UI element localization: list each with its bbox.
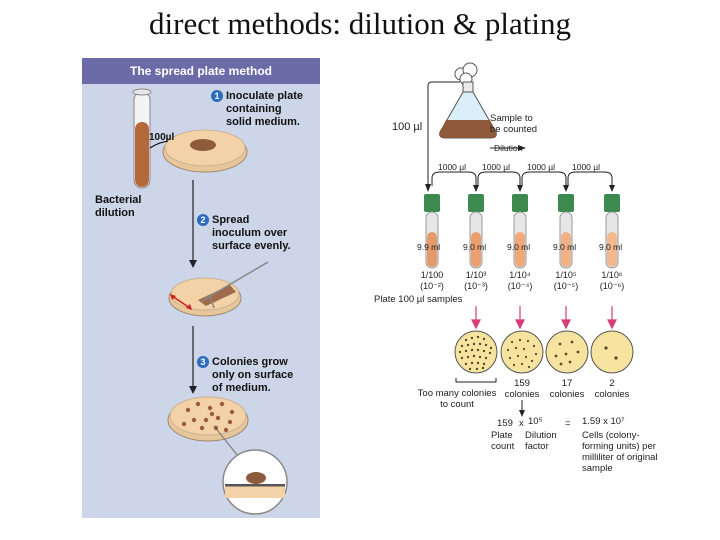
plating-arrows: [471, 306, 617, 330]
transfer-line-flask: [427, 81, 460, 186]
volume-label: 100µl: [149, 132, 175, 143]
transfer-volume-4: 1000 µl: [572, 162, 601, 172]
dilution-ratio-1: 1/100(10⁻²): [420, 270, 444, 291]
transfer-arcs: [431, 171, 613, 186]
dilution-tube: [558, 194, 574, 269]
tube-volume-1: 9.9 ml: [417, 242, 441, 252]
petri-plate-colonies: [167, 396, 249, 442]
petri-plate-inoculate: [162, 129, 248, 173]
sample-flask: [439, 62, 497, 139]
page-title: direct methods: dilution & plating: [149, 6, 571, 41]
dilution-ratio-4: 1/10⁵(10⁻⁵): [553, 270, 579, 291]
tube-volume-5: 9.0 ml: [599, 242, 623, 252]
dilution-ratio-5: 1/10⁶(10⁻⁶): [599, 270, 625, 291]
calc-result-label: Cells (colony- forming units) per millil…: [582, 430, 658, 474]
calc-dilution-factor: 10⁵: [528, 416, 543, 427]
count-plate-2: [590, 330, 634, 374]
bacterial-dilution-tube: [132, 88, 152, 189]
dilution-ratio-3: 1/10⁴(10⁻⁴): [507, 270, 533, 291]
step-1-number: 1: [211, 90, 223, 102]
transfer-volume-3: 1000 µl: [527, 162, 556, 172]
calc-times: x: [519, 418, 524, 429]
tube-volume-3: 9.0 ml: [507, 242, 531, 252]
tube-label: Bacterial dilution: [95, 194, 142, 219]
dilution-tube: [424, 194, 440, 269]
count-plate-17: [545, 330, 589, 374]
dilution-tube: [604, 194, 620, 269]
count-plate-159: [500, 330, 544, 374]
petri-plate-spread: [168, 261, 269, 317]
panel-header: The spread plate method: [82, 58, 320, 84]
transfer-volume-1: 1000 µl: [438, 162, 467, 172]
count-bracket: [455, 378, 497, 383]
flask-volume-label: 100 µl: [392, 121, 423, 133]
plate-label: Plate 100 µl samples: [374, 294, 463, 305]
dilution-label: Dilution: [494, 143, 523, 153]
calc-equals: =: [565, 418, 571, 429]
dilution-tubes: [424, 194, 620, 269]
count-plate-too-many: [454, 330, 498, 374]
tube-volume-2: 9.0 ml: [463, 242, 487, 252]
calc-plate-count: 159: [497, 418, 513, 429]
transfer-volume-2: 1000 µl: [482, 162, 511, 172]
step-2-number: 2: [197, 214, 209, 226]
magnified-colony-inset: [213, 425, 288, 515]
step-3-number: 3: [197, 356, 209, 368]
dilution-tube: [468, 194, 484, 269]
dilution-ratio-2: 1/10³(10⁻³): [464, 270, 488, 291]
calc-result: 1.59 x 10⁷: [582, 416, 625, 427]
sample-label: Sample to be counted: [490, 113, 538, 135]
tube-volume-4: 9.0 ml: [553, 242, 577, 252]
dilution-tube: [512, 194, 528, 269]
